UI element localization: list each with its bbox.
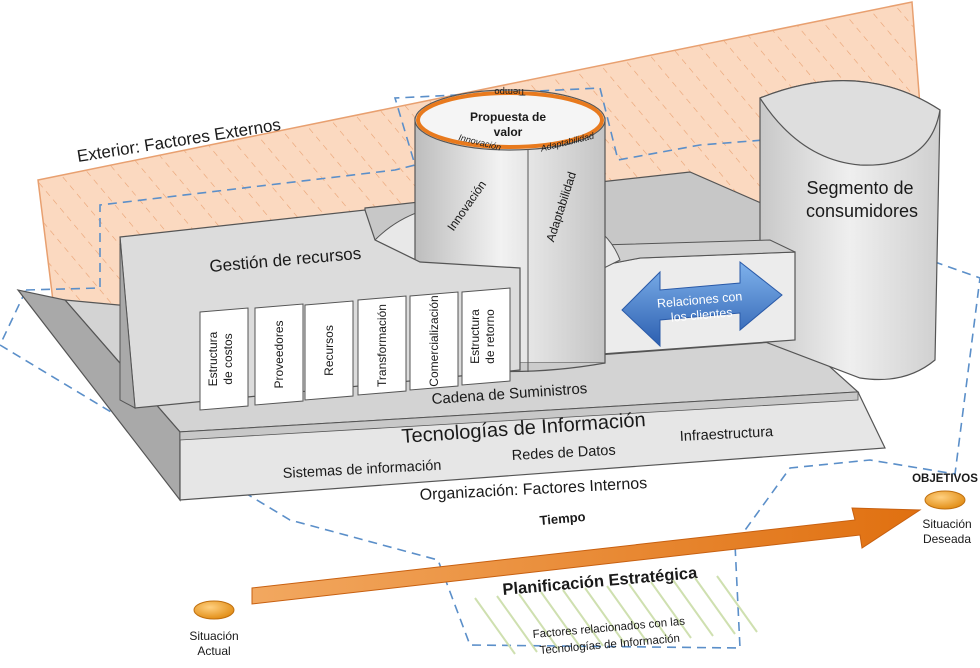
resource-column-label: Estructura <box>468 309 482 364</box>
it-platform <box>16 289 886 502</box>
resource-column-label: de costos <box>221 333 235 384</box>
planning-stripe <box>584 587 626 645</box>
timeline-arrow <box>251 507 922 605</box>
it-networks-label: Redes de Datos <box>511 443 616 464</box>
value-proposition-title-line2: valor <box>494 125 523 139</box>
end-label-line2: Deseada <box>923 532 971 546</box>
resource-column-label: Transformación <box>375 304 389 387</box>
value-proposition-title-line1: Propuesta de <box>470 110 546 124</box>
resource-column-label: Estructura <box>206 331 220 386</box>
planning-stripe <box>628 583 670 641</box>
resource-column <box>254 303 304 406</box>
segment-label-line2: consumidores <box>806 201 918 221</box>
planning-stripe <box>716 575 758 633</box>
planning-stripe <box>474 597 516 655</box>
resource-column-label: Recursos <box>322 325 336 376</box>
planning-stripe <box>694 577 736 635</box>
resource-column <box>409 291 459 391</box>
start-label-line1: Situación <box>189 629 238 643</box>
resource-column <box>461 287 511 386</box>
start-node <box>193 600 235 620</box>
relations-arrow <box>621 260 783 348</box>
resource-column-label: Comercialización <box>427 295 441 386</box>
resource-column-label: de retorno <box>483 309 497 364</box>
resource-column <box>304 300 354 401</box>
segment-label-line1: Segmento de <box>806 178 913 198</box>
planning-stripe <box>540 591 582 649</box>
timeline-time-label: Tiempo <box>539 509 586 528</box>
planning-stripe <box>672 579 714 637</box>
planning-stripe <box>496 595 538 653</box>
planning-stripe <box>606 585 648 643</box>
planning-stripes <box>474 575 758 655</box>
relations-label-line2: los clientes <box>670 305 733 324</box>
objectives-label: OBJETIVOS <box>912 473 978 485</box>
planning-stripe <box>562 589 604 647</box>
resource-column <box>199 307 249 411</box>
it-infrastructure-label: Infraestructura <box>679 424 774 445</box>
planning-stripe <box>650 581 692 639</box>
value-top-time: Tiempo <box>494 86 525 97</box>
end-node <box>924 490 966 510</box>
end-label-line1: Situación <box>922 517 971 531</box>
start-label-line2: Actual <box>197 644 230 658</box>
segment-cylinder <box>759 80 941 381</box>
resource-column-label: Proveedores <box>272 320 286 388</box>
resource-column <box>357 295 407 396</box>
planning-stripe <box>518 593 560 651</box>
